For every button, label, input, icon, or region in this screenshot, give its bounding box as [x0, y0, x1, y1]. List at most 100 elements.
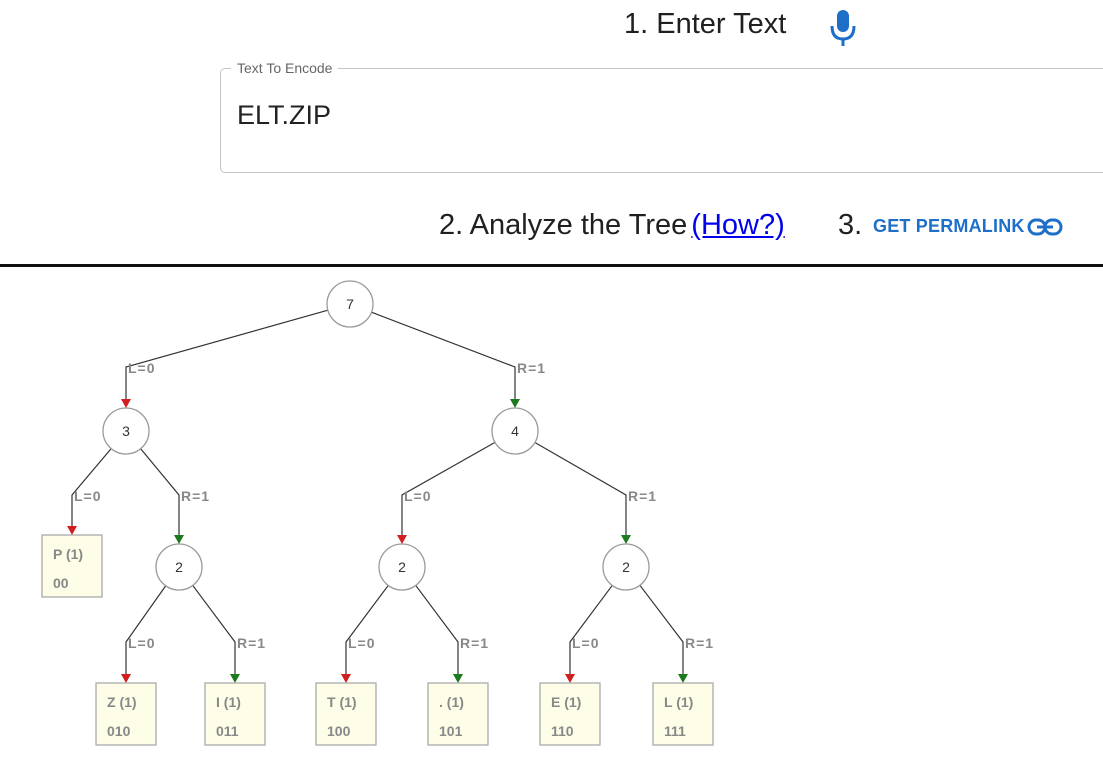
edge-line — [140, 448, 180, 536]
leaf-node: L (1) 111 — [652, 682, 714, 746]
left-arrow-icon — [397, 535, 407, 544]
tree-edge: R=1 — [415, 585, 489, 683]
node-circle — [326, 280, 374, 328]
edge-label-left: L=0 — [572, 635, 600, 651]
leaf-box — [315, 682, 377, 746]
leaf-box — [652, 682, 714, 746]
node-circle — [378, 543, 426, 591]
leaf-code: 101 — [439, 723, 463, 739]
edge-line — [345, 585, 389, 675]
leaf-node: Z (1) 010 — [95, 682, 157, 746]
leaf-box — [95, 682, 157, 746]
edge-line — [415, 585, 459, 675]
leaf-symbol-count: Z (1) — [107, 694, 137, 710]
node-weight: 4 — [511, 423, 519, 439]
internal-node: 2 — [155, 543, 203, 591]
tree-edge: L=0 — [67, 448, 112, 535]
edge-line — [125, 585, 167, 675]
leaf-code: 011 — [216, 723, 239, 739]
leaf-node: P (1)00 — [41, 534, 103, 598]
step-3-number: 3. — [838, 209, 863, 241]
internal-node: 2 — [378, 543, 426, 591]
node-weight: 2 — [398, 559, 406, 575]
root-node: 7 — [326, 280, 374, 328]
right-arrow-icon — [453, 674, 463, 683]
tree-edge: R=1 — [192, 585, 266, 683]
link-icon — [1027, 218, 1063, 235]
left-arrow-icon — [121, 674, 131, 683]
step-2-label: 2. Analyze the Tree — [439, 209, 688, 241]
internal-node: 2 — [602, 543, 650, 591]
text-to-encode-input[interactable] — [237, 100, 1097, 131]
step-2-title: 2. Analyze the Tree(How?) — [439, 209, 785, 242]
leaf-box — [427, 682, 489, 746]
tree-edge: L=0 — [121, 309, 329, 408]
edge-line — [192, 585, 236, 675]
edge-label-left: L=0 — [128, 360, 156, 376]
node-circle — [102, 407, 150, 455]
edge-line — [639, 584, 684, 675]
edge-label-right: R=1 — [685, 635, 714, 651]
edge-label-right: R=1 — [237, 635, 266, 651]
leaf-symbol-count: P (1) — [53, 546, 83, 562]
leaf-symbol-count: L (1) — [664, 694, 693, 710]
leaf-symbol-count: T (1) — [327, 694, 357, 710]
node-weight: 2 — [622, 559, 630, 575]
node-circle — [155, 543, 203, 591]
leaf-node: T (1) 100 — [315, 682, 377, 746]
tree-edge: L=0 — [397, 441, 496, 544]
leaf-code: 100 — [327, 723, 351, 739]
tree-edge: L=0 — [341, 585, 389, 683]
edge-line — [125, 309, 329, 400]
node-weight: 7 — [346, 296, 354, 312]
internal-node: 3 — [102, 407, 150, 455]
edge-line — [371, 311, 516, 400]
right-arrow-icon — [174, 535, 184, 544]
edge-label-left: L=0 — [128, 635, 156, 651]
leaf-symbol-count: E (1) — [551, 694, 581, 710]
node-weight: 3 — [122, 423, 130, 439]
edge-label-right: R=1 — [628, 488, 657, 504]
edge-line — [71, 448, 112, 527]
leaf-node: E (1)110 — [539, 682, 601, 746]
left-arrow-icon — [565, 674, 575, 683]
leaf-code: 010 — [107, 723, 131, 739]
left-arrow-icon — [67, 526, 77, 535]
node-weight: 2 — [175, 559, 183, 575]
tree-edge: R=1 — [140, 448, 209, 544]
how-link[interactable]: (How?) — [691, 209, 785, 241]
leaf-symbol-count: . (1) — [439, 694, 464, 710]
tree-edge: R=1 — [371, 311, 545, 408]
edge-line — [569, 585, 613, 675]
leaf-box — [204, 682, 266, 746]
left-arrow-icon — [341, 674, 351, 683]
edge-line — [401, 441, 496, 536]
get-permalink-button[interactable]: GET PERMALINK — [873, 216, 1063, 237]
edge-label-left: L=0 — [404, 488, 432, 504]
leaf-node: . (1) 101 — [427, 682, 489, 746]
tree-edge: R=1 — [534, 441, 657, 544]
leaf-box — [539, 682, 601, 746]
tree-nodes: 7 3 4 2 2 2 P (1)00 Z (1) 010 I (1) 011 T (1) 100 . (… — [41, 280, 714, 746]
leaf-symbol-count: I (1) — [216, 694, 241, 710]
leaf-code: 111 — [664, 723, 686, 739]
right-arrow-icon — [678, 674, 688, 683]
edge-label-left: L=0 — [74, 488, 102, 504]
section-divider — [0, 264, 1103, 267]
right-arrow-icon — [510, 399, 520, 408]
edge-label-left: L=0 — [348, 635, 376, 651]
microphone-icon[interactable] — [829, 8, 857, 48]
right-arrow-icon — [621, 535, 631, 544]
text-to-encode-field[interactable]: Text To Encode — [220, 60, 1103, 173]
left-arrow-icon — [121, 399, 131, 408]
tree-edge: L=0 — [565, 585, 613, 683]
edge-line — [534, 441, 627, 536]
tree-edge: L=0 — [121, 585, 167, 683]
node-circle — [491, 407, 539, 455]
internal-node: 4 — [491, 407, 539, 455]
right-arrow-icon — [230, 674, 240, 683]
node-circle — [602, 543, 650, 591]
edge-label-right: R=1 — [460, 635, 489, 651]
